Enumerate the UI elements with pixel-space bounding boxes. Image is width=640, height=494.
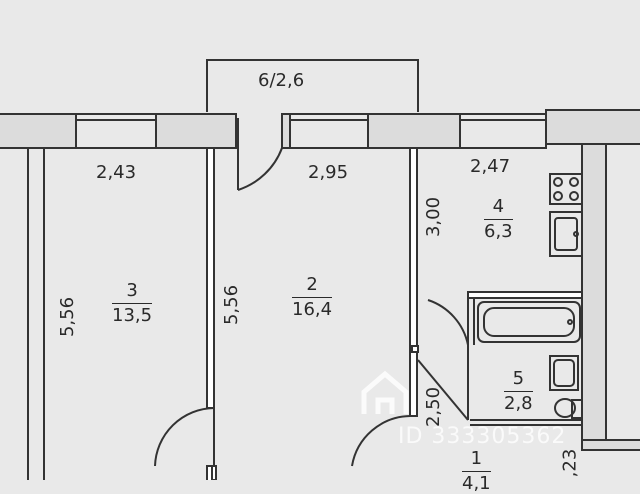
dimension-room4-width: 2,47 — [470, 156, 511, 177]
room1-number: 1 — [462, 450, 491, 472]
room5-number: 5 — [504, 370, 533, 392]
bathtub — [477, 301, 581, 343]
toilet — [554, 398, 583, 419]
floor-plan — [0, 59, 640, 480]
bathroom-sink — [549, 355, 579, 391]
room2-label: 2 16,4 — [292, 276, 333, 320]
exterior-wall-left — [27, 148, 45, 480]
dimension-corridor-height: 2,50 — [423, 386, 445, 428]
dimension-room3-width: 2,43 — [96, 162, 137, 183]
room5-label: 5 2,8 — [504, 370, 533, 413]
balcony-outline — [206, 59, 419, 112]
kitchen-sink — [549, 211, 583, 257]
room1-label: 1 4,1 — [462, 450, 491, 493]
balcony-door — [237, 118, 283, 191]
exterior-wall-right — [581, 143, 640, 451]
room4-area: 6,3 — [484, 221, 513, 242]
dimension-room2-width: 2,95 — [308, 162, 349, 183]
room3-number: 3 — [112, 282, 153, 304]
partition-3-2 — [154, 147, 215, 480]
house-logo-icon — [361, 370, 409, 414]
entry-door-arc — [211, 465, 217, 480]
dimension-room2-height: 5,56 — [221, 284, 243, 326]
bathroom-walls — [417, 291, 583, 426]
balcony-label: 6/2,6 — [258, 70, 305, 91]
dimension-bottom-right: ,23 — [559, 448, 581, 478]
room1-area: 4,1 — [462, 473, 491, 494]
dimension-room4-height: 3,00 — [423, 196, 445, 238]
room3-label: 3 13,5 — [112, 282, 153, 326]
room3-area: 13,5 — [112, 305, 153, 326]
room2-number: 2 — [292, 276, 333, 298]
exterior-wall-top — [0, 109, 640, 149]
room2-area: 16,4 — [292, 299, 333, 320]
room4-label: 4 6,3 — [484, 198, 513, 241]
kitchen-stove — [549, 173, 583, 205]
room4-number: 4 — [484, 198, 513, 220]
listing-watermark: ID 333305362 — [398, 424, 567, 449]
partition-2-4 — [351, 147, 419, 467]
room5-area: 2,8 — [504, 393, 533, 414]
dimension-room3-height: 5,56 — [57, 296, 79, 338]
